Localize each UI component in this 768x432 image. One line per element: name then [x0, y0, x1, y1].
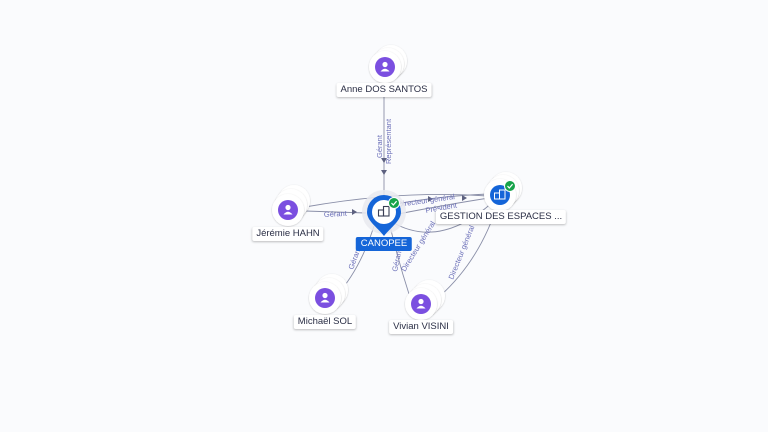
verified-check-icon	[504, 180, 516, 192]
verified-check-icon	[388, 197, 400, 209]
node-label-vivian[interactable]: Vivian VISINI	[389, 320, 453, 334]
person-icon	[278, 200, 298, 220]
node-anne[interactable]	[369, 45, 407, 83]
edge-label-vivian-3: Directeur général	[447, 224, 477, 281]
node-label-anne[interactable]: Anne DOS SANTOS	[336, 83, 432, 97]
arrow-anne-2	[381, 170, 387, 175]
person-icon	[411, 294, 431, 314]
arrow-canopee-gestion-2	[462, 195, 467, 201]
node-label-gestion[interactable]: GESTION DES ESPACES ...	[435, 210, 567, 224]
node-canopee[interactable]	[362, 190, 406, 236]
edge-label-anne-1: Gérant	[375, 134, 384, 158]
node-michael[interactable]	[309, 274, 348, 314]
node-gestion[interactable]	[484, 172, 522, 211]
edge-canopee-gestion-1[interactable]	[395, 193, 489, 205]
node-vivian[interactable]	[405, 280, 445, 320]
node-label-canopee[interactable]: CANOPEE	[355, 237, 413, 251]
arrow-anne	[381, 158, 387, 163]
edge-label-anne-2: Représentant	[384, 118, 393, 164]
arrow-canopee-gestion-1	[428, 196, 433, 202]
arrow-jeremie	[352, 209, 357, 215]
node-label-michael[interactable]: Michaël SOL	[293, 315, 357, 329]
person-icon	[315, 288, 335, 308]
buildings-icon	[490, 185, 510, 205]
node-label-jeremie[interactable]: Jérémie HAHN	[252, 227, 324, 241]
edge-canopee-gestion-2[interactable]	[397, 197, 490, 215]
node-jeremie[interactable]	[272, 185, 310, 226]
person-icon	[375, 57, 395, 77]
edge-label-jeremie: Gérant	[324, 209, 348, 219]
building-icon	[377, 205, 390, 217]
edge-arrows	[352, 158, 467, 215]
